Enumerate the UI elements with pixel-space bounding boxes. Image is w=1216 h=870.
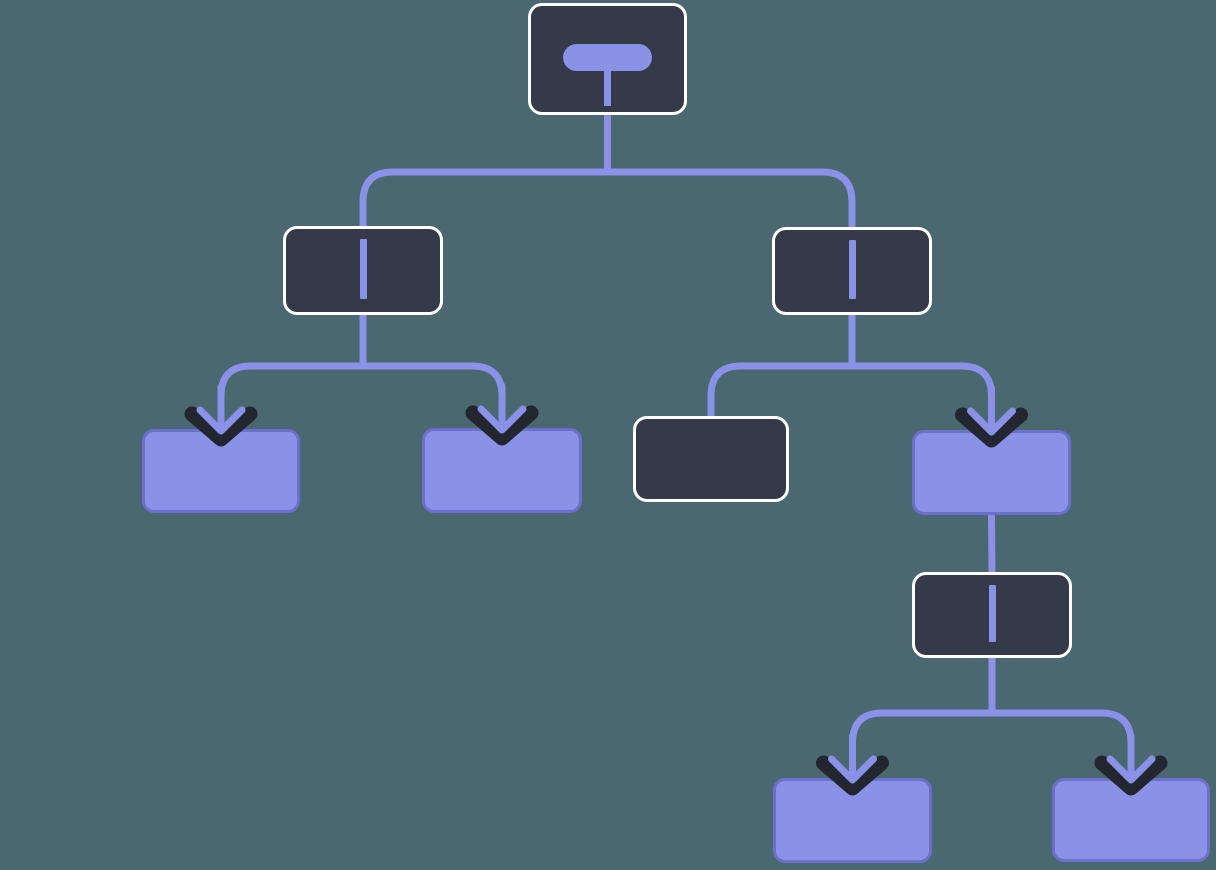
edge-branch-right-to-purple-mid bbox=[848, 309, 995, 436]
node-branch-left[interactable] bbox=[283, 226, 443, 315]
edge-root-to-branch-right bbox=[604, 109, 856, 231]
node-leaf-2[interactable] bbox=[422, 428, 582, 513]
node-dark-leaf[interactable] bbox=[633, 416, 789, 502]
pill-stem-glyph bbox=[604, 66, 611, 106]
edge-branch-bottom-to-leaf-4 bbox=[988, 652, 1135, 784]
edge-branch-right-to-dark-leaf bbox=[707, 309, 856, 420]
node-root[interactable] bbox=[528, 3, 687, 115]
pill-glyph bbox=[563, 44, 652, 71]
node-purple-mid[interactable] bbox=[912, 430, 1071, 515]
edge-purple-mid-to-branch-bottom bbox=[988, 509, 996, 576]
vertical-line-glyph bbox=[848, 240, 856, 299]
node-leaf-3[interactable] bbox=[773, 778, 932, 863]
edge-root-to-branch-left bbox=[359, 109, 611, 230]
vertical-line-glyph bbox=[988, 585, 996, 642]
edge-branch-left-to-leaf-1 bbox=[217, 309, 367, 435]
edge-branch-bottom-to-leaf-3 bbox=[849, 652, 996, 784]
node-branch-right[interactable] bbox=[772, 227, 932, 315]
node-leaf-4[interactable] bbox=[1052, 778, 1210, 862]
node-branch-bottom[interactable] bbox=[912, 572, 1072, 658]
vertical-line-glyph bbox=[359, 239, 367, 299]
edge-branch-left-to-leaf-2 bbox=[359, 309, 506, 434]
node-leaf-1[interactable] bbox=[142, 429, 300, 513]
